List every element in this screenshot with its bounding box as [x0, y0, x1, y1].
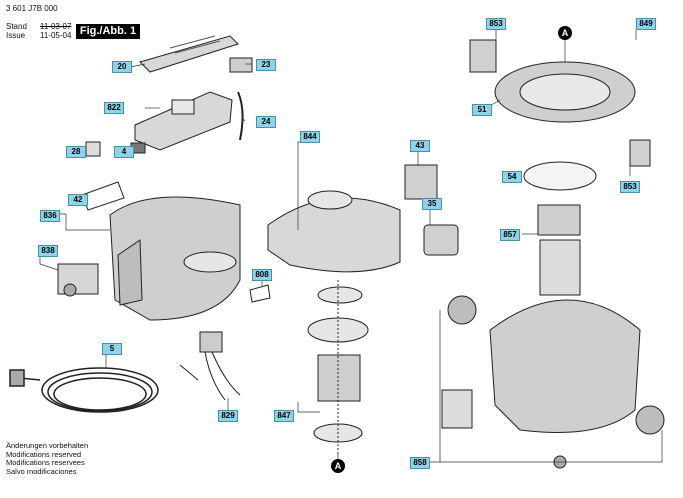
callout-847: 847 [274, 410, 294, 422]
disclaimer-notes: Änderungen vorbehalten Modifications res… [6, 441, 89, 476]
callout-808: 808 [252, 269, 272, 281]
seal-ring-part [523, 161, 597, 191]
button-part [229, 57, 253, 73]
fan-housing-part [267, 190, 401, 273]
note-line: Änderungen vorbehalten [6, 441, 89, 450]
callout-849: 849 [636, 18, 656, 30]
latch-left-part [469, 39, 497, 73]
callout-857: 857 [500, 229, 520, 241]
callout-24: 24 [256, 116, 276, 128]
cable-part [237, 91, 244, 141]
callout-844: 844 [300, 131, 320, 143]
callout-829: 829 [218, 410, 238, 422]
callout-20: 20 [112, 61, 132, 73]
grill-part [404, 164, 438, 200]
part-number: 3 601 J7B 000 [6, 4, 58, 13]
callout-4: 4 [114, 146, 134, 158]
callout-28: 28 [66, 146, 86, 158]
label-plate-part [81, 181, 125, 211]
callout-858: 858 [410, 457, 430, 469]
callout-23: 23 [256, 59, 276, 71]
issue-label: Issue [6, 31, 26, 40]
reference-marker-bottom: A [331, 459, 345, 473]
motor-stack-part [307, 280, 369, 455]
callout-54: 54 [502, 171, 522, 183]
spring-part [85, 141, 101, 157]
reference-marker-top: A [558, 26, 572, 40]
flap-part [423, 224, 459, 256]
handle-part [139, 35, 239, 73]
power-cord-part [9, 367, 159, 413]
callout-853-right: 853 [620, 181, 640, 193]
motor-housing-part [109, 196, 241, 321]
callout-853-top: 853 [486, 18, 506, 30]
callout-42: 42 [68, 194, 88, 206]
stand-label: Stand [6, 22, 27, 31]
note-line: Modifications reserved [6, 449, 82, 459]
callout-51: 51 [472, 104, 492, 116]
tank-part [441, 295, 665, 469]
note-line: Salvo modificaciones [6, 466, 77, 476]
filter-part [537, 204, 581, 296]
small-plate-part [249, 284, 271, 303]
latch-right-part [629, 139, 651, 167]
callout-836: 836 [40, 210, 60, 222]
note-line: Modifications reservees [6, 458, 85, 468]
figure-label: Fig./Abb. 1 [76, 24, 140, 39]
callout-838: 838 [38, 245, 58, 257]
callout-822: 822 [104, 102, 124, 114]
stand-date: 11-03-07 [40, 22, 72, 31]
switch-assembly-part [57, 263, 99, 297]
callout-43: 43 [410, 140, 430, 152]
callout-5: 5 [102, 343, 122, 355]
switch-bracket-part [134, 91, 233, 151]
callout-35: 35 [422, 198, 442, 210]
tank-lid-part [494, 61, 636, 123]
issue-date: 11-05-04 [40, 31, 72, 40]
wiring-part [179, 331, 241, 401]
